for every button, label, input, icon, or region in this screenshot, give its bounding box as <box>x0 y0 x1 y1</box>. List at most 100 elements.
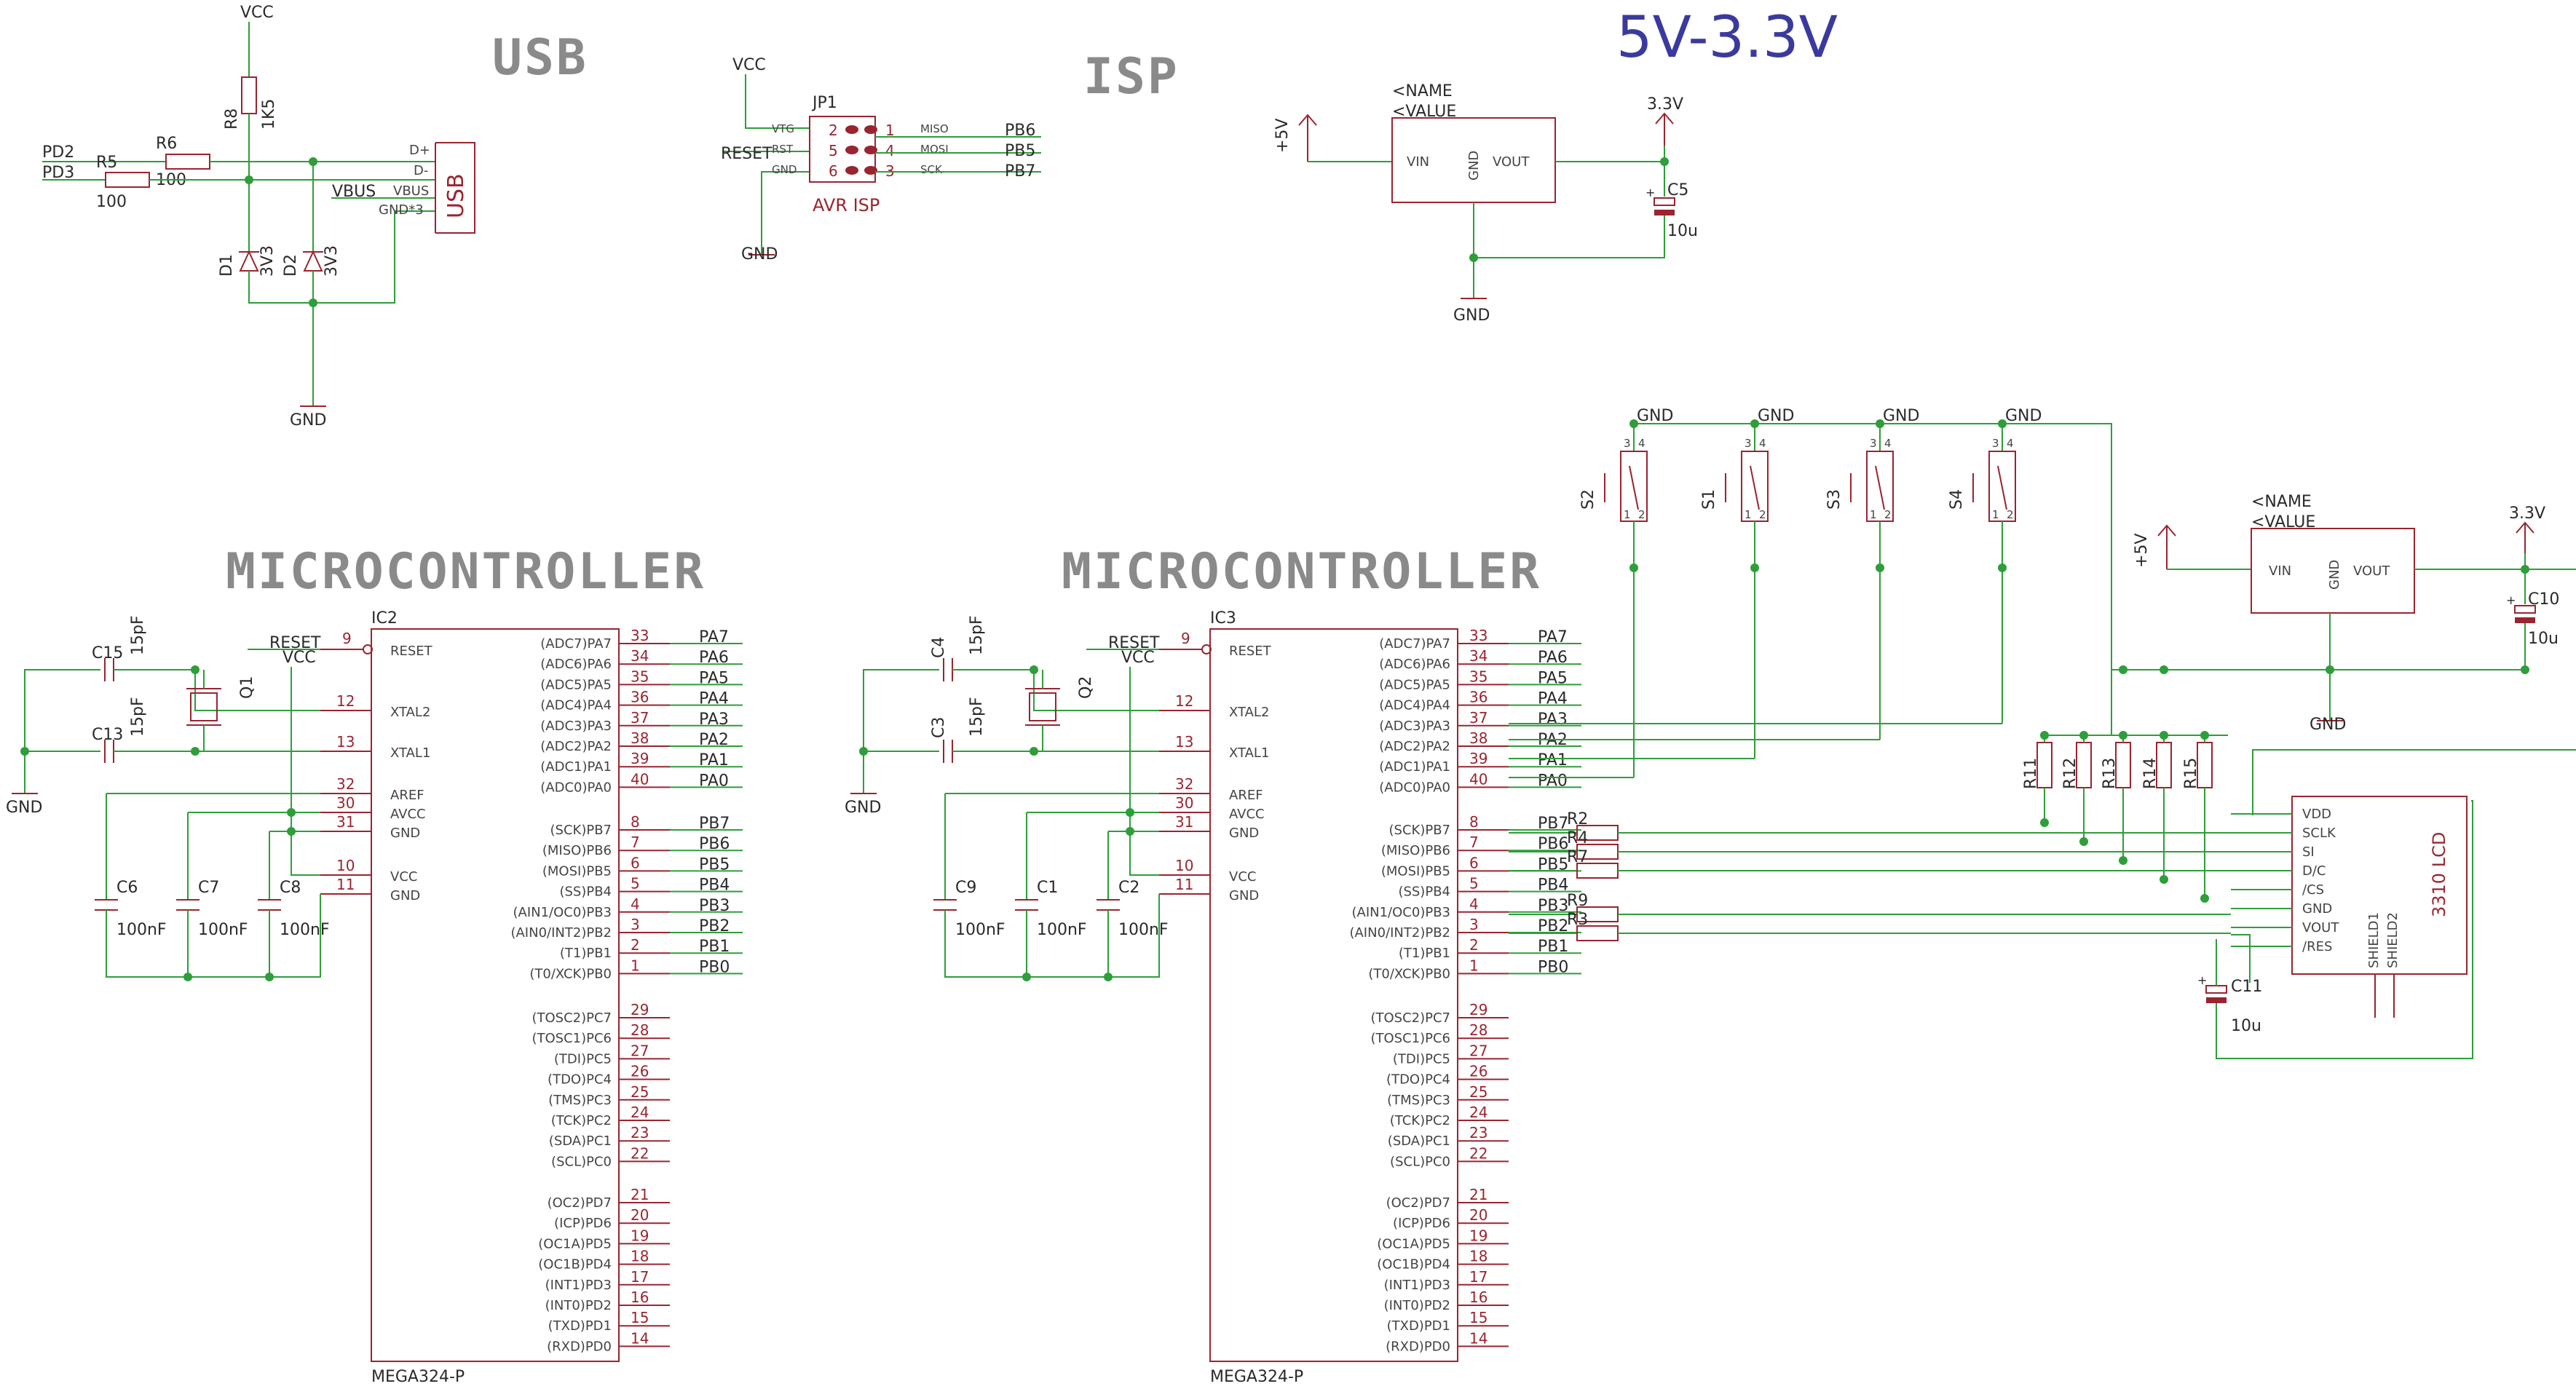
ic3-lnum-5: 31 <box>1175 813 1193 831</box>
ic2-rnum-17: 28 <box>631 1021 649 1039</box>
ic2-rpin-23: (SCL)PC0 <box>551 1154 612 1169</box>
c10-plus: + <box>2506 593 2516 607</box>
isp-net-pb6: PB6 <box>1005 122 1035 140</box>
switch-pin-d-1: 2 <box>1759 508 1766 521</box>
heading-isp: ISP <box>1083 48 1180 106</box>
v5-label-top: +5V <box>1273 119 1292 153</box>
ic3-net-7: PA0 <box>1538 772 1568 790</box>
switch-pin-c-3: 1 <box>1992 508 1999 521</box>
c4-value: 15pF <box>968 615 986 655</box>
switch-pin-a-3: 3 <box>1992 437 1999 450</box>
ic3-net-8: PB7 <box>1538 815 1568 833</box>
c1-label: C1 <box>1037 879 1058 897</box>
ic2-net-4: PA3 <box>699 711 729 729</box>
ic3-rpin-16: (TOSC2)PC7 <box>1370 1010 1450 1026</box>
ic3-lnum-7: 11 <box>1175 876 1193 893</box>
heading-usb: USB <box>492 29 588 87</box>
ic3-lpin-4: AVCC <box>1229 807 1265 822</box>
reg2-pin-vin: VIN <box>2269 563 2291 579</box>
isp-reset: RESET <box>721 145 773 163</box>
ic2-lpin-3: AREF <box>390 788 424 803</box>
mcu-right: IC3 MEGA324-P RESET 9 RESET VCC 12 13 32… <box>845 609 1581 1386</box>
isp-num-6: 6 <box>829 162 838 180</box>
ic3-rpin-20: (TMS)PC3 <box>1387 1093 1450 1108</box>
ic2-net-3: PA4 <box>699 690 729 708</box>
lcd-shield1: SHIELD1 <box>2366 912 2382 968</box>
isp-num-2: 2 <box>829 122 838 139</box>
c15-label: C15 <box>92 644 123 662</box>
usb-pin-vbus: VBUS <box>393 183 429 199</box>
switch-pin-d-2: 2 <box>1884 508 1892 521</box>
switch-pin-c-1: 1 <box>1745 508 1752 521</box>
ic3-lpin-3: AREF <box>1229 788 1263 803</box>
ic2-rpin-26: (OC1A)PD5 <box>538 1236 612 1251</box>
ic3-rnum-7: 40 <box>1469 770 1487 788</box>
ic3-rnum-8: 8 <box>1469 813 1479 831</box>
lcd-label: 3310 LCD <box>2429 832 2449 917</box>
c5-label: C5 <box>1667 181 1688 199</box>
ic2-lnum-1: 12 <box>336 692 355 710</box>
ic3-rpin-4: (ADC3)PA3 <box>1379 719 1450 734</box>
ic3-rpin-18: (TDI)PC5 <box>1393 1051 1450 1067</box>
ic2-rnum-11: 5 <box>631 875 640 893</box>
net-pd2: PD2 <box>42 143 74 162</box>
switch-label-1: S1 <box>1700 489 1718 510</box>
pull-resistor-0: R11 <box>2022 758 2040 789</box>
ic3-rnum-2: 35 <box>1469 668 1487 685</box>
reg2-value: <VALUE <box>2251 513 2315 531</box>
ic2-rpin-28: (INT1)PD3 <box>545 1278 612 1293</box>
ic2-lpin-2: XTAL1 <box>390 745 430 761</box>
ic3-rpin-28: (INT1)PD3 <box>1384 1278 1450 1293</box>
isp-pin-miso: MISO <box>920 122 949 135</box>
ic3-net-11: PB4 <box>1538 876 1568 895</box>
switch-pin-c-2: 1 <box>1870 508 1877 521</box>
lcd-pin-0: VDD <box>2302 807 2331 822</box>
ic2-lpin-5: GND <box>390 826 420 841</box>
ic3-rpin-7: (ADC0)PA0 <box>1379 780 1450 795</box>
ic2-rnum-14: 2 <box>631 936 640 954</box>
ic2-lnum-3: 32 <box>336 775 355 793</box>
c6-value: 100nF <box>116 921 167 939</box>
ic3-rpin-13: (AIN0/INT2)PB2 <box>1349 925 1450 941</box>
ic3-net-12: PB3 <box>1538 897 1568 915</box>
ic3-lnum-2: 13 <box>1175 733 1193 751</box>
ic3-rnum-26: 19 <box>1469 1227 1487 1244</box>
ic2-lnum-6: 10 <box>336 857 355 874</box>
ic2-rpin-25: (ICP)PD6 <box>554 1216 612 1231</box>
ic3-lpin-5: GND <box>1229 826 1259 841</box>
d1-label: D1 <box>218 254 236 277</box>
ic3-rnum-12: 4 <box>1469 895 1479 913</box>
gnd-label-usb: GND <box>290 411 326 430</box>
ic2-net-10: PB5 <box>699 855 730 874</box>
c8-label: C8 <box>280 879 301 897</box>
pull-resistor-3: R14 <box>2141 758 2160 789</box>
ic2-rpin-24: (OC2)PD7 <box>548 1195 612 1211</box>
c10-value: 10u <box>2528 630 2559 648</box>
ic2-rnum-24: 21 <box>631 1186 649 1203</box>
ic2-lpin-7: GND <box>390 888 420 903</box>
isp-pin-gnd: GND <box>772 163 797 176</box>
c3-value: 15pF <box>968 697 986 737</box>
r8-label: R8 <box>223 108 241 130</box>
ic2-rnum-23: 22 <box>631 1144 649 1162</box>
c8-value: 100nF <box>280 921 330 939</box>
ic3-rnum-0: 33 <box>1469 627 1487 644</box>
gnd-s4: GND <box>2005 407 2042 425</box>
series-resistor-0: R2 <box>1567 810 1588 828</box>
ic2-net-5: PA2 <box>699 731 729 749</box>
ic3-rnum-25: 20 <box>1469 1206 1487 1224</box>
ic2-rnum-30: 15 <box>631 1309 649 1326</box>
ic3-rpin-26: (OC1A)PD5 <box>1377 1236 1450 1251</box>
ic3-rnum-5: 38 <box>1469 729 1487 747</box>
ic2-lnum-5: 31 <box>336 813 355 831</box>
ic3-lpin-7: GND <box>1229 888 1259 903</box>
series-resistor-2: R7 <box>1567 848 1588 866</box>
ic2-rnum-13: 3 <box>631 916 640 933</box>
c13-label: C13 <box>92 726 123 744</box>
ic2-rnum-22: 23 <box>631 1124 649 1141</box>
ic2-net-11: PB4 <box>699 876 730 895</box>
ic3-rpin-1: (ADC6)PA6 <box>1379 657 1450 672</box>
ic2-rnum-27: 18 <box>631 1248 649 1265</box>
